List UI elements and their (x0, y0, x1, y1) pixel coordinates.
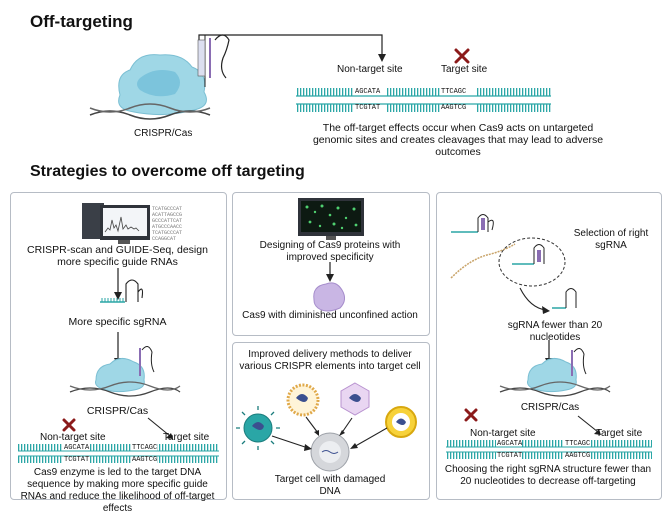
section-title-off-targeting: Off-targeting (30, 12, 133, 31)
right-seq-top-a: AGCATA (497, 440, 523, 448)
dna-strands-right (446, 440, 652, 459)
right-non-target-label: Non-target site (470, 428, 536, 439)
dna-strands-top (296, 88, 551, 112)
svg-text:CCAGGCAT: CCAGGCAT (152, 236, 176, 242)
sgrna-short-icon (552, 288, 577, 309)
seq-top-b: TTCAGC (441, 88, 467, 96)
left-seq-bot-b: AAGTCG (132, 456, 158, 464)
seq-bot-a: TCGTAT (355, 104, 381, 112)
right-seq-top-b: TTCAGC (565, 440, 591, 448)
nanoparticle-icon (340, 382, 370, 416)
cas9-result-text: Cas9 with diminished unconfined action (242, 310, 418, 321)
crispr-cas-complex-right (499, 348, 611, 397)
left-crispr-cas-label: CRISPR/Cas (86, 405, 149, 417)
cross-icon (464, 408, 478, 422)
left-seq-bot-a: TCGTAT (64, 456, 90, 464)
dna-strands-left (18, 444, 219, 463)
cross-icon (62, 418, 76, 432)
computer-icon (82, 203, 150, 244)
more-specific-sgrna-label: More specific sgRNA (68, 316, 167, 328)
non-target-site-label: Non-target site (337, 64, 403, 75)
left-target-label: Target site (163, 432, 210, 443)
sgrna-icon (100, 279, 144, 303)
microscope-monitor-icon (298, 198, 364, 240)
left-non-target-label: Non-target site (40, 432, 106, 443)
cross-icon (454, 48, 470, 64)
svg-text:TCATGCCCAT: TCATGCCCAT (152, 230, 182, 236)
seq-bot-b: AAGTCG (441, 104, 467, 112)
right-seq-bot-b: AAGTCG (565, 452, 591, 460)
left-caption: Cas9 enzyme is led to the target DNA seq… (20, 467, 215, 514)
svg-text:ACATTAGCCG: ACATTAGCCG (152, 212, 182, 218)
section-title-strategies: Strategies to overcome off targeting (30, 163, 305, 180)
crispr-cas-complex-left (69, 346, 181, 397)
target-cell-icon (310, 432, 350, 472)
sgrna-short-text: sgRNA fewer than 20 nucleotides (507, 320, 603, 343)
selection-text: Selection of right sgRNA (573, 228, 649, 251)
right-caption: Choosing the right sgRNA structure fewer… (444, 464, 652, 487)
target-cell-label: Target cell with damaged DNA (274, 474, 386, 497)
delivery-title: Improved delivery methods to deliver var… (239, 349, 421, 372)
target-site-label: Target site (441, 64, 488, 75)
crispr-cas-label: CRISPR/Cas (134, 128, 193, 139)
left-design-text: CRISPR-scan and GUIDE-Seq, design more s… (27, 244, 208, 268)
virus-icon (236, 406, 280, 450)
right-target-label: Target site (596, 428, 643, 439)
cell-icon (385, 406, 417, 438)
svg-text:GCCCATTCAT: GCCCATTCAT (152, 218, 182, 224)
cas9-design-text: Designing of Cas9 proteins with improved… (259, 240, 401, 263)
liposome-icon (286, 383, 320, 417)
left-seq-top-a: AGCATA (64, 444, 90, 452)
left-seq-top-b: TTCAGC (132, 444, 158, 452)
crispr-cas-complex (89, 34, 230, 120)
right-seq-bot-a: TCGTAT (497, 452, 523, 460)
off-target-description: The off-target effects occur when Cas9 a… (312, 122, 604, 158)
right-crispr-cas-label: CRISPR/Cas (520, 402, 580, 413)
svg-text:TCATGCCCAT: TCATGCCCAT (152, 206, 182, 212)
seq-top-a: AGCATA (355, 88, 381, 96)
sgrna-options-icon (450, 214, 566, 287)
svg-text:ATGCCCAACC: ATGCCCAACC (152, 224, 182, 230)
